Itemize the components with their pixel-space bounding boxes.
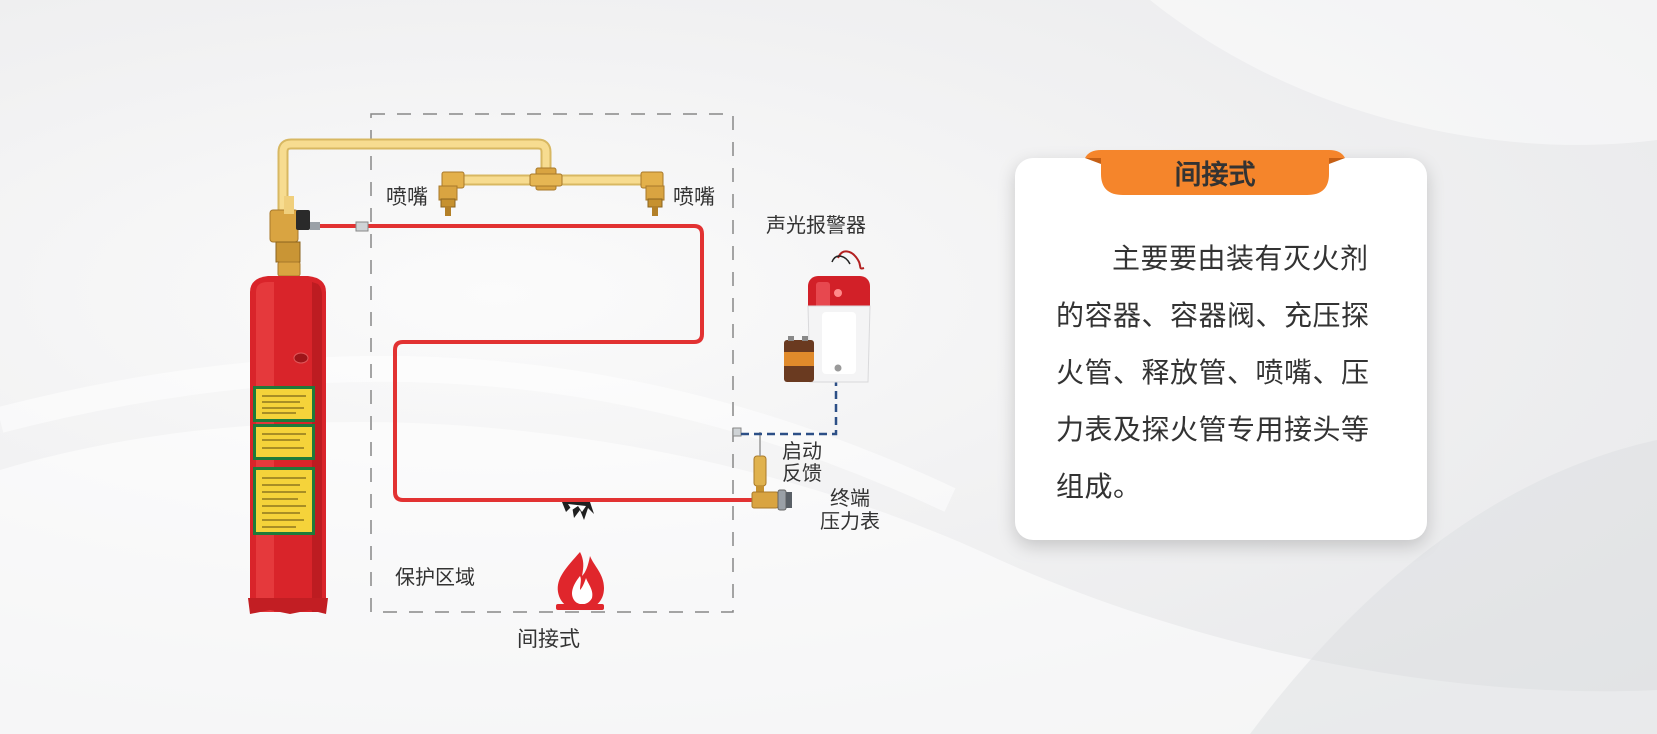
nozzle-right-icon (640, 171, 665, 216)
pressure-switch-icon (732, 427, 767, 494)
release-pipe (277, 138, 661, 221)
card-title: 间接式 (1174, 160, 1256, 191)
flame-icon (556, 552, 604, 610)
signal-wire (741, 380, 838, 436)
extinguisher-cylinder-icon (248, 276, 328, 614)
card-body-text: 主要要由装有灭火剂的容器、容器阀、充压探火管、释放管、喷嘴、压力表及探火管专用接… (1056, 242, 1370, 503)
protection-zone-boundary (370, 113, 734, 613)
feedback-label-line1: 启动 (782, 439, 822, 463)
nozzle-right-label: 喷嘴 (673, 185, 715, 209)
nozzle-left-label: 喷嘴 (386, 185, 428, 209)
tee-fitting (529, 167, 563, 191)
info-card (1015, 158, 1427, 540)
battery-icon (784, 336, 814, 382)
detection-tube (318, 224, 766, 502)
gauge-label-line2: 压力表 (820, 509, 880, 533)
tube-connector (355, 221, 369, 232)
diagram-caption: 间接式 (517, 627, 580, 651)
alarm-icon (807, 250, 871, 383)
tube-burst-icon (562, 502, 594, 520)
terminal-gauge-icon (751, 489, 792, 511)
zone-label: 保护区域 (395, 565, 475, 589)
nozzle-left-icon (438, 171, 465, 216)
alarm-label: 声光报警器 (766, 213, 866, 237)
feedback-label-line2: 反馈 (782, 461, 822, 485)
gauge-label-line1: 终端 (830, 486, 870, 510)
cylinder-valve (269, 196, 320, 277)
